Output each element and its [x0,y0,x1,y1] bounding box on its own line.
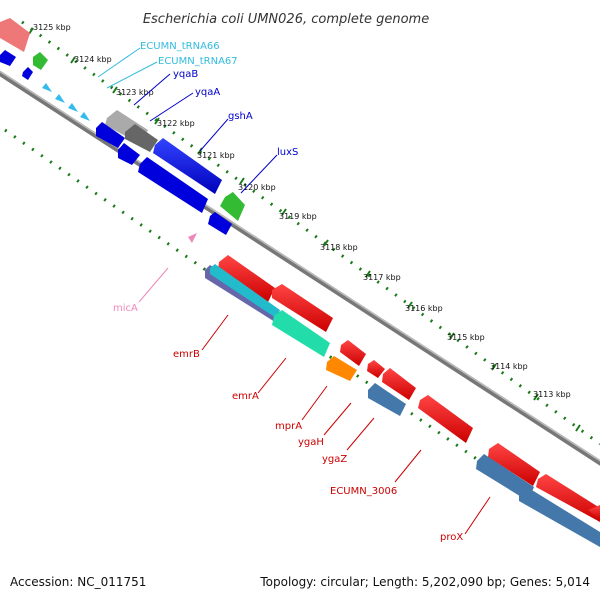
accession-text: Accession: NC_011751 [10,575,146,589]
gene-label-yqaA: yqaA [195,87,220,98]
tick-label: 3125 kbp [33,23,71,32]
gene-label-emrB: emrB [173,349,200,360]
tick-marks [28,27,581,432]
feature-blue-left2[interactable] [22,67,33,80]
feature-blue-long[interactable] [138,157,208,213]
feature-luxS[interactable] [220,192,245,221]
feature-ygaH-fwd[interactable] [367,360,385,378]
leader-lines [97,47,491,535]
feature-red-right2[interactable] [536,474,600,522]
tick-label: 3124 kbp [74,55,112,64]
tick-labels: 3125 kbp 3124 kbp 3123 kbp 3122 kbp 3121… [33,23,571,399]
tick-label: 3115 kbp [447,333,485,342]
feature-yqaB[interactable] [96,122,125,148]
feature-trna-d[interactable] [80,112,90,121]
forward-strand-features [0,18,600,522]
tick-label: 3123 kbp [116,88,154,97]
feature-mprA-fwd[interactable] [340,340,366,366]
tick-label: 3122 kbp [157,119,195,128]
gene-labels: ECUMN_tRNA66 ECUMN_tRNA67 yqaB yqaA gshA… [113,41,463,543]
tick-label: 3118 kbp [320,243,358,252]
gene-label-proX: proX [440,532,463,543]
gene-label-mprA: mprA [275,421,302,432]
gene-label-ecumn-trna67: ECUMN_tRNA67 [158,56,238,67]
gene-label-emrA: emrA [232,391,259,402]
tick-label: 3120 kbp [238,183,276,192]
outer-ruler-line [21,20,600,446]
feature-green-small[interactable] [33,52,48,70]
feature-salmon[interactable] [0,18,30,52]
feature-red-right3[interactable] [588,505,600,520]
tick-label: 3117 kbp [363,273,401,282]
feature-proX[interactable] [476,454,534,501]
genome-backbone [0,70,600,466]
gene-label-ygaH: ygaH [298,437,324,448]
genome-summary-text: Topology: circular; Length: 5,202,090 bp… [259,575,590,589]
gene-label-yqaB: yqaB [173,69,198,80]
feature-red-right1[interactable] [488,443,540,486]
feature-emrB-fwd[interactable] [218,255,275,302]
gene-label-micA: micA [113,303,138,314]
feature-trna-c[interactable] [68,103,78,112]
feature-ygaZ[interactable] [368,383,406,416]
gene-label-gshA: gshA [228,111,253,122]
tick-label: 3116 kbp [405,304,443,313]
feature-emrA[interactable] [272,310,330,357]
gene-label-ygaZ: ygaZ [322,454,347,465]
map-title: Escherichia coli UMN026, complete genome [143,12,429,27]
tick-label: 3119 kbp [279,212,317,221]
feature-trna67[interactable] [55,94,65,103]
reverse-strand-features [0,50,600,547]
feature-steel-right[interactable] [519,487,600,547]
feature-emrA-fwd[interactable] [272,284,333,332]
gene-label-ecumn-trna66: ECUMN_tRNA66 [140,41,220,52]
feature-mprA[interactable] [326,356,357,381]
gene-label-luxS: luxS [277,147,298,158]
feature-trna66[interactable] [42,83,52,92]
tick-label: 3121 kbp [197,151,235,160]
gene-label-ecumn3006: ECUMN_3006 [330,486,397,497]
feature-darkgrey[interactable] [125,124,158,152]
feature-blue-small[interactable] [208,212,232,235]
feature-yqaA[interactable] [118,143,140,165]
feature-emrB-cyan[interactable] [210,264,280,318]
feature-ygaZ-fwd[interactable] [382,368,416,400]
feature-micA[interactable] [188,233,197,243]
genome-backbone-highlight [0,70,600,462]
feature-gshA[interactable] [153,138,222,194]
feature-ecumn3006[interactable] [418,395,473,443]
tick-label: 3114 kbp [490,362,528,371]
feature-blue-left1[interactable] [0,50,16,66]
tick-label: 3113 kbp [533,390,571,399]
